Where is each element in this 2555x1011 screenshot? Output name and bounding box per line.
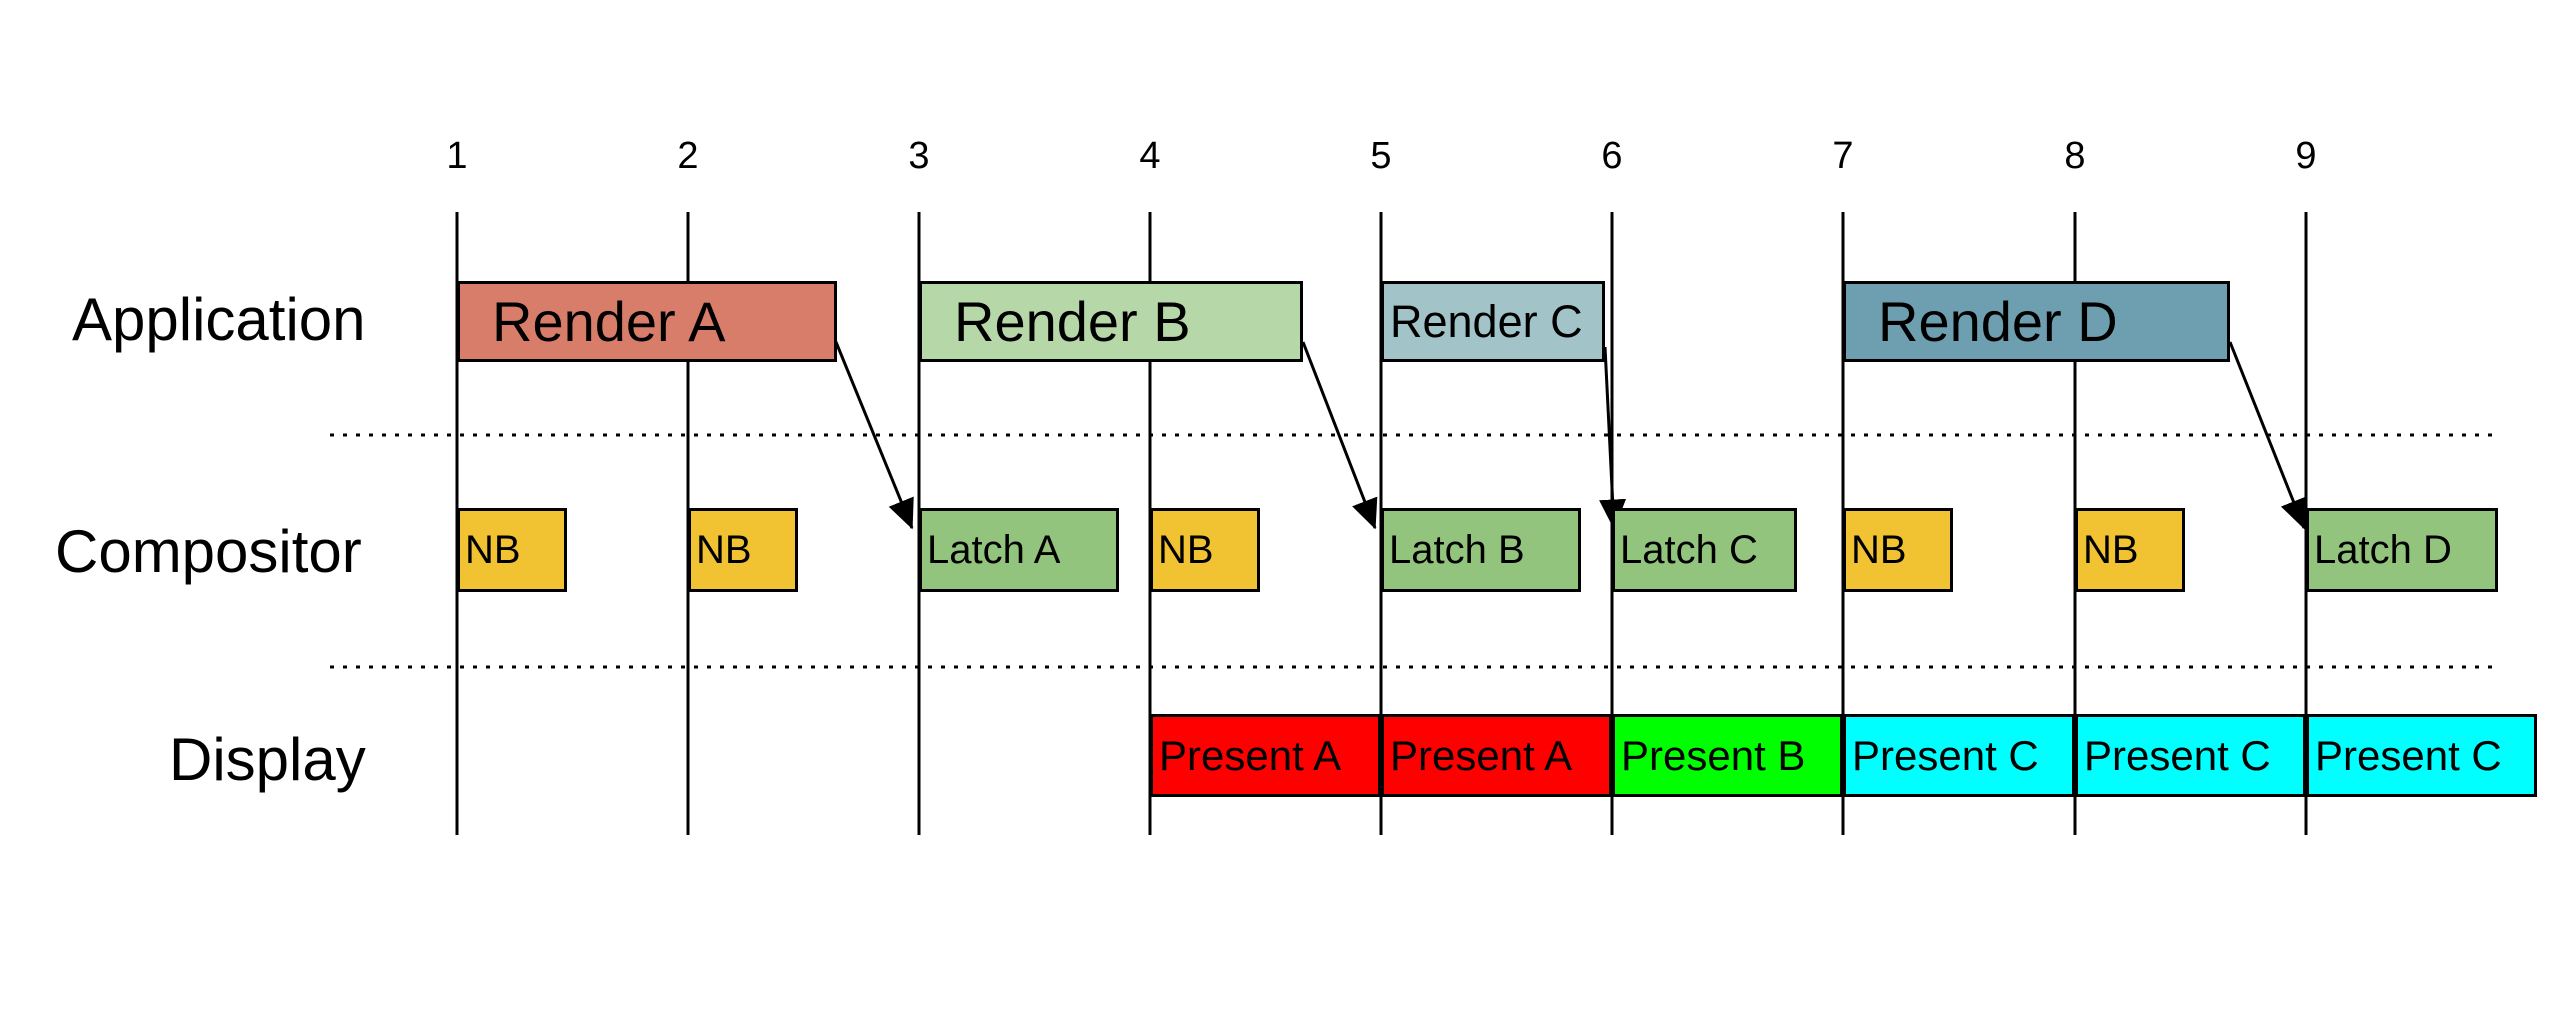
latch-a-block: Latch A: [919, 508, 1119, 592]
arrow-render-a-to-latch-a: [834, 341, 914, 530]
present-b-block: Present B: [1612, 714, 1843, 797]
arrow-render-d-to-latch-d: [2228, 341, 2307, 530]
nb-block-2: NB: [688, 508, 798, 592]
latch-d-block: Latch D: [2306, 508, 2498, 592]
tick-label-2: 2: [677, 135, 699, 177]
tick-label-1: 1: [446, 135, 468, 177]
row-label-compositor: Compositor: [55, 518, 362, 585]
present-a-block-1: Present A: [1150, 714, 1381, 797]
present-c-block-2: Present C: [2075, 714, 2306, 797]
latch-c-block: Latch C: [1612, 508, 1797, 592]
render-d-block: Render D: [1843, 281, 2230, 362]
arrow-render-c-to-latch-c: [1599, 346, 1627, 530]
nb-block-8: NB: [2075, 508, 2185, 592]
arrow-render-b-to-latch-b: [1301, 341, 1378, 530]
nb-block-7: NB: [1843, 508, 1953, 592]
tick-label-4: 4: [1139, 135, 1161, 177]
nb-block-1: NB: [457, 508, 567, 592]
nb-block-4: NB: [1150, 508, 1260, 592]
tick-label-9: 9: [2295, 135, 2317, 177]
render-c-block: Render C: [1381, 281, 1605, 362]
present-c-block-3: Present C: [2306, 714, 2537, 797]
present-c-block-1: Present C: [1843, 714, 2075, 797]
tick-label-6: 6: [1601, 135, 1623, 177]
row-label-display: Display: [169, 726, 366, 793]
present-a-block-2: Present A: [1381, 714, 1612, 797]
tick-label-5: 5: [1370, 135, 1392, 177]
render-a-block: Render A: [457, 281, 837, 362]
render-b-block: Render B: [919, 281, 1303, 362]
tick-label-8: 8: [2064, 135, 2086, 177]
row-label-application: Application: [72, 286, 366, 353]
tick-label-7: 7: [1832, 135, 1854, 177]
tick-label-3: 3: [908, 135, 930, 177]
latch-b-block: Latch B: [1381, 508, 1581, 592]
